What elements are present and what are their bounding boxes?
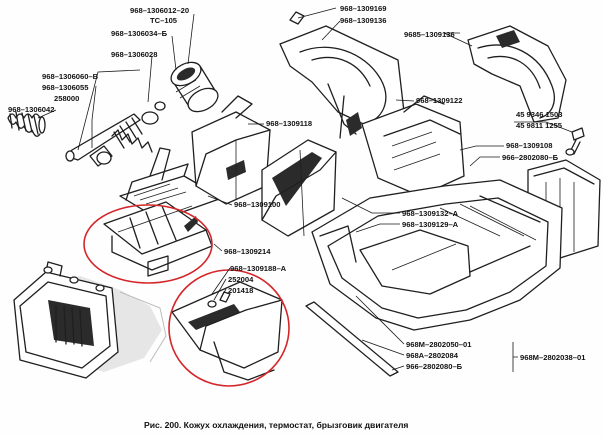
callout-2802038: 968М–2802038–01 — [520, 353, 586, 362]
thermostat-body — [170, 61, 219, 113]
callout-1309108: 968–1309108 — [506, 141, 552, 150]
callout-2802050: 968М–2802050–01 — [406, 340, 472, 349]
callout-2802084: 968А–2802084 — [406, 351, 459, 360]
valve-stem — [65, 113, 141, 167]
callout-1309169: 968–1309169 — [340, 4, 386, 13]
callout-1309129: 968–1309129–А — [402, 220, 459, 229]
shutter-assembly — [103, 201, 213, 277]
engine-splash-tray — [311, 179, 563, 331]
upper-duct — [361, 95, 465, 197]
callout-201418: 201418 — [228, 286, 253, 295]
figure-caption: Рис. 200. Кожух охлаждения, термостат, б… — [144, 420, 408, 430]
callout-collar-1306055: 968–1306055 — [42, 83, 89, 92]
callout-thermostat-cover: 968–1306034–Б — [111, 29, 168, 38]
callout-stem-1306060: 968–1306060–В — [42, 72, 99, 81]
deflector-plate — [171, 281, 283, 381]
callout-1309188: 968–1309188–А — [230, 264, 287, 273]
highlight-circle-shutter — [83, 204, 213, 284]
callout-bolt-1255: 45 9811 1255 — [516, 121, 563, 130]
callout-bolt-1503: 45 9346 1503 — [516, 110, 562, 119]
callout-2802080-bottom: 966–2802080–Б — [406, 362, 463, 371]
callout-1309214: 968–1309214 — [224, 247, 271, 256]
bolt — [565, 127, 585, 156]
fan-shroud-right — [467, 25, 567, 123]
callout-thermostat: 968–1306012–20 — [130, 6, 189, 15]
callout-spring-1306042: 968–1306042 — [8, 105, 54, 114]
duct-cover — [191, 95, 271, 205]
callout-spring-1306028: 968–1306028 — [111, 50, 157, 59]
heater-box — [13, 261, 119, 379]
callout-9685-1309136: 9685–1309136 — [404, 30, 455, 39]
leader-lines — [37, 7, 573, 372]
callout-1309136: 968–1309136 — [340, 16, 386, 25]
callout-labels: 968–1306012–20 ТС–105 968–1306034–Б 968–… — [8, 4, 586, 371]
callout-1309122: 968–1309122 — [416, 96, 462, 105]
callout-thermostat-type: ТС–105 — [150, 16, 178, 25]
callout-1309132: 968–1309132–А — [402, 209, 459, 218]
thermostat-spring — [111, 101, 166, 153]
seal-strip — [305, 301, 399, 377]
center-baffle — [261, 139, 337, 237]
callout-258000: 258000 — [54, 94, 79, 103]
coil-spring — [7, 111, 46, 137]
callout-1309118: 968–1309118 — [266, 119, 312, 128]
callout-2802080-top: 966–2802080–Б — [502, 153, 559, 162]
callout-252004: 252004 — [228, 275, 254, 284]
callout-1309100: 968–1309100 — [234, 200, 280, 209]
